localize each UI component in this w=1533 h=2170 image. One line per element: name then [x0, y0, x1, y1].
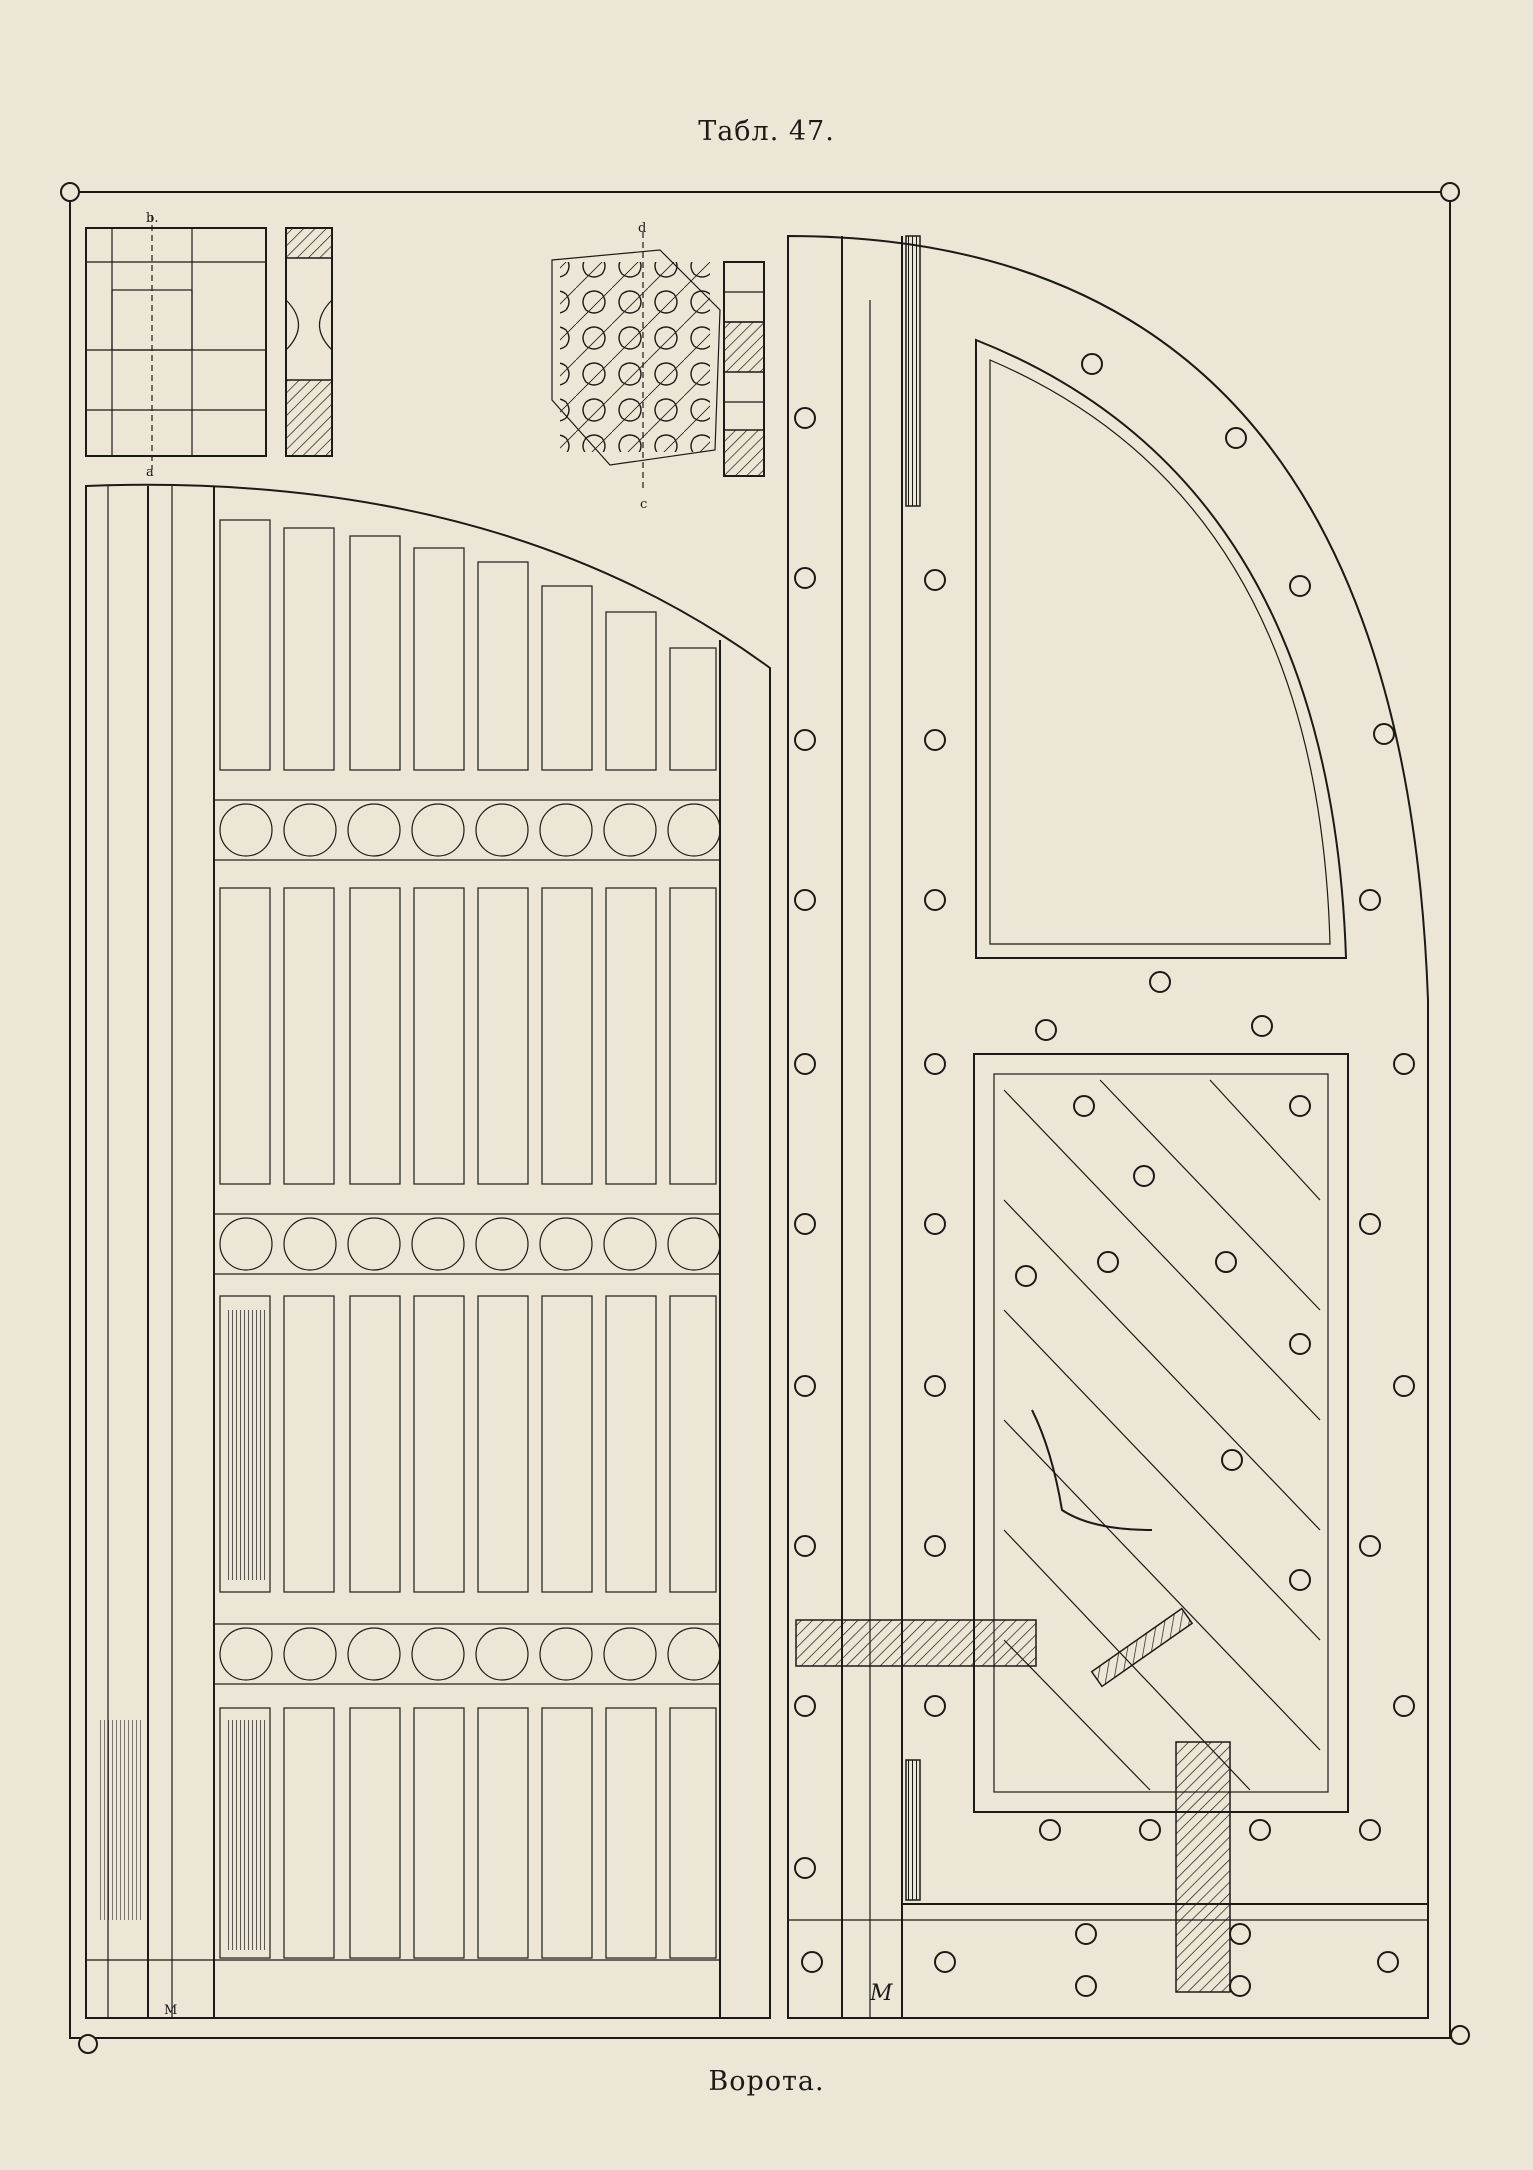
plate-frame — [60, 182, 1470, 2054]
label-section-right: M — [869, 1981, 893, 2006]
detail-lattice-section — [551, 232, 765, 490]
plate-caption: Ворота. — [708, 2066, 825, 2097]
left-gate-elevation — [85, 483, 771, 2019]
label-detail-b-bottom: c — [640, 497, 647, 512]
plate-number: Табл. 47. — [698, 116, 835, 147]
right-gate-elevation — [787, 234, 1429, 2019]
label-detail-a-top: b. — [146, 211, 158, 226]
label-detail-a-bottom: a — [146, 465, 154, 480]
label-section-left: M — [164, 2003, 177, 2018]
label-detail-b-top: d — [638, 221, 646, 236]
detail-plank-joint — [85, 215, 333, 470]
